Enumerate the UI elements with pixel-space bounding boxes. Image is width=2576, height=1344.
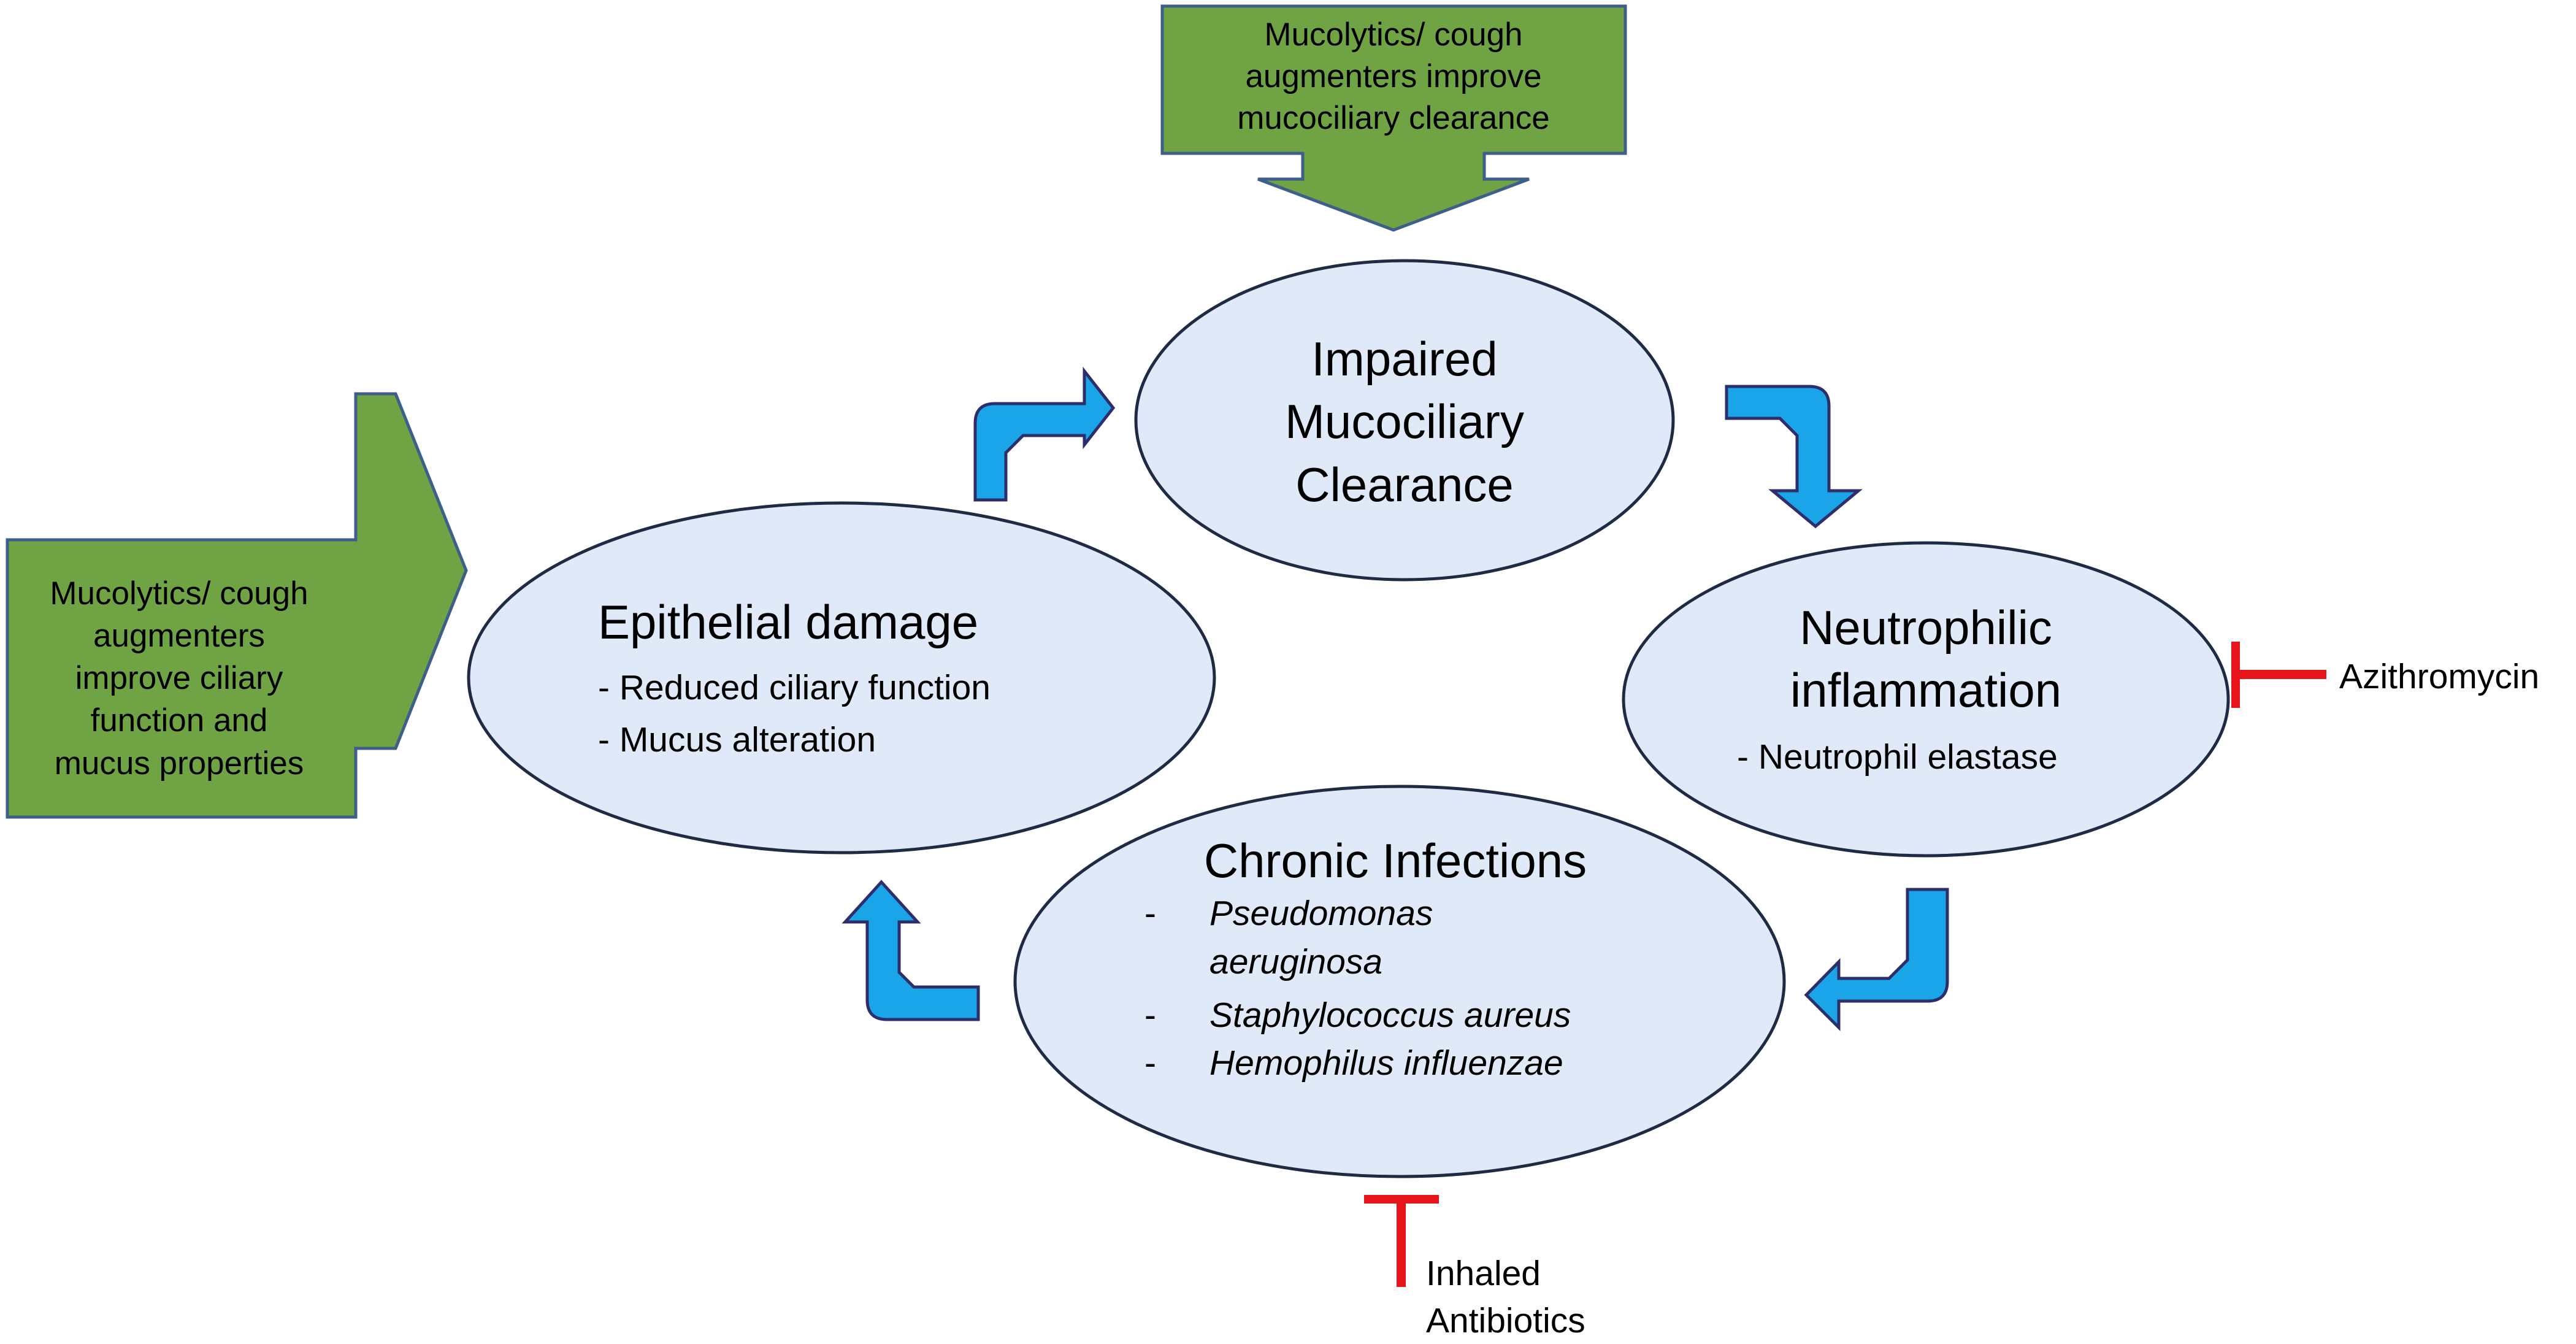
top-box-line-1: Mucolytics/ cough <box>1264 17 1522 53</box>
neutrophilic-title-line-2: inflammation <box>1790 663 2061 717</box>
infections-bullet-2: - <box>1144 996 1156 1035</box>
neutrophilic-text: Neutrophilic inflammation - Neutrophil e… <box>1737 601 2061 777</box>
left-box-line-1: Mucolytics/ cough <box>50 575 308 612</box>
inhaled-antibiotics-inhibitor-line <box>1397 1195 1406 1287</box>
impaired-title-line-3: Clearance <box>1295 458 1514 512</box>
node-neutrophilic-inflammation <box>1622 541 2230 858</box>
impaired-title-line-2: Mucociliary <box>1285 394 1524 448</box>
node-chronic-infections <box>1013 785 1786 1178</box>
left-box-line-5: mucus properties <box>55 745 304 781</box>
azithromycin-label: Azithromycin <box>2339 657 2539 696</box>
neutrophilic-item-1: - Neutrophil elastase <box>1737 737 2058 777</box>
infections-title: Chronic Infections <box>1204 834 1587 888</box>
infections-bullet-3: - <box>1144 1043 1156 1083</box>
arrow-epithelial-to-impaired <box>973 366 1116 502</box>
node-impaired-mucociliary-clearance <box>1134 259 1675 582</box>
top-box-text: Mucolytics/ cough augmenters improve muc… <box>1237 17 1550 136</box>
infections-text: Chronic Infections - Pseudomonas aerugin… <box>1144 834 1587 1083</box>
node-epithelial-damage <box>467 501 1216 854</box>
infections-item-2: Staphylococcus aureus <box>1209 996 1571 1035</box>
left-intervention-box: Mucolytics/ cough augmenters improve cil… <box>6 392 468 819</box>
arrow-impaired-to-neutrophilic <box>1725 385 1863 529</box>
epithelial-item-1: - Reduced ciliary function <box>598 668 991 707</box>
azithromycin-inhibitor-line <box>2231 670 2326 679</box>
inhaled-antibiotics-line-1: Inhaled <box>1426 1254 1541 1293</box>
left-box-line-3: improve ciliary <box>75 660 283 696</box>
inhaled-antibiotics-inhibitor: Inhaled Antibiotics <box>1364 1195 1585 1340</box>
infections-item-3: Hemophilus influenzae <box>1209 1043 1563 1083</box>
inhaled-antibiotics-line-2: Antibiotics <box>1426 1301 1585 1340</box>
neutrophilic-title-line-1: Neutrophilic <box>1800 601 2052 655</box>
top-box-line-3: mucociliary clearance <box>1237 100 1550 136</box>
impaired-title-line-1: Impaired <box>1311 332 1497 386</box>
left-box-text: Mucolytics/ cough augmenters improve cil… <box>50 575 308 781</box>
epithelial-title: Epithelial damage <box>598 595 978 649</box>
top-intervention-box: Mucolytics/ cough augmenters improve muc… <box>1160 4 1627 232</box>
left-box-arrow-shape <box>6 392 468 819</box>
epithelial-item-2: - Mucus alteration <box>598 720 876 759</box>
top-box-arrow-shape <box>1160 4 1627 232</box>
left-box-line-2: augmenters <box>93 618 265 654</box>
left-box-line-4: function and <box>91 702 268 739</box>
infections-bullet-1: - <box>1144 894 1156 933</box>
azithromycin-inhibitor: Azithromycin <box>2231 642 2539 708</box>
infections-item-1: Pseudomonas <box>1209 894 1433 933</box>
arrow-infections-to-epithelial <box>841 880 980 1021</box>
epithelial-text: Epithelial damage - Reduced ciliary func… <box>598 595 991 759</box>
arrow-neutrophilic-to-infections <box>1804 888 1949 1032</box>
infections-item-1-cont: aeruginosa <box>1209 942 1382 981</box>
top-box-line-2: augmenters improve <box>1245 58 1541 94</box>
impaired-text: Impaired Mucociliary Clearance <box>1285 332 1524 512</box>
